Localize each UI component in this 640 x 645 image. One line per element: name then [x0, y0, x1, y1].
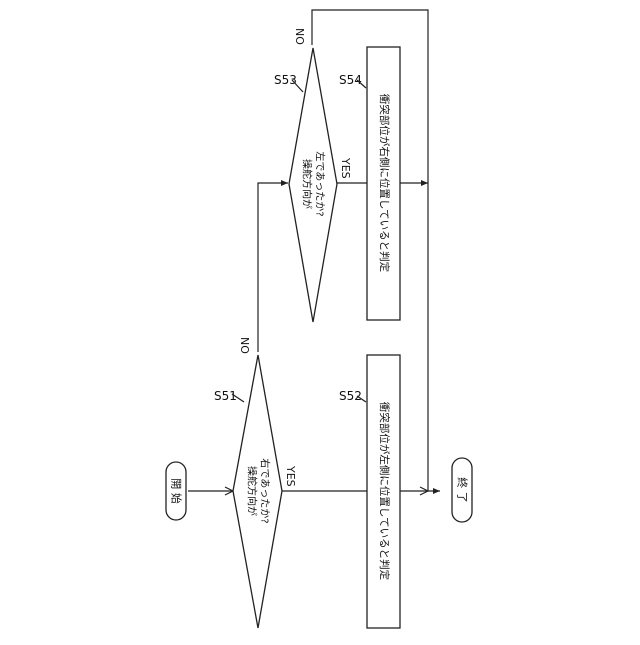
- process-s54: 衝突部位が右側に位置していると判定: [367, 47, 400, 320]
- decision-s51-line2: 右であったか?: [259, 458, 272, 523]
- start-label: 開 始: [170, 478, 184, 504]
- connector-s51-no-to-s53: [258, 183, 288, 352]
- step-label-s53: S53: [274, 73, 297, 87]
- process-s52: 衝突部位が左側に位置していると判定: [367, 355, 400, 628]
- end-label: 終 了: [456, 477, 470, 503]
- decision-s51-line1: 操舵方向が: [246, 466, 259, 516]
- decision-s53-line2: 左であったか?: [314, 151, 327, 216]
- step-label-s54: S54: [339, 73, 362, 87]
- start-terminal: 開 始: [166, 462, 186, 520]
- decision-s51-no-label: NO: [238, 337, 251, 354]
- decision-s53-line1: 操舵方向が: [301, 159, 314, 209]
- decision-s53: 操舵方向が 左であったか?: [289, 48, 337, 322]
- process-s54-label: 衝突部位が右側に位置していると判定: [378, 94, 391, 273]
- decision-s51: 操舵方向が 右であったか?: [233, 355, 282, 628]
- end-terminal: 終 了: [452, 458, 472, 522]
- decision-s53-no-label: NO: [293, 28, 306, 45]
- decision-s53-yes-label: YES: [339, 157, 352, 179]
- decision-s51-yes-label: YES: [284, 465, 297, 487]
- step-label-s52: S52: [339, 389, 362, 403]
- process-s52-label: 衝突部位が左側に位置していると判定: [378, 402, 391, 581]
- step-label-s51: S51: [214, 389, 237, 403]
